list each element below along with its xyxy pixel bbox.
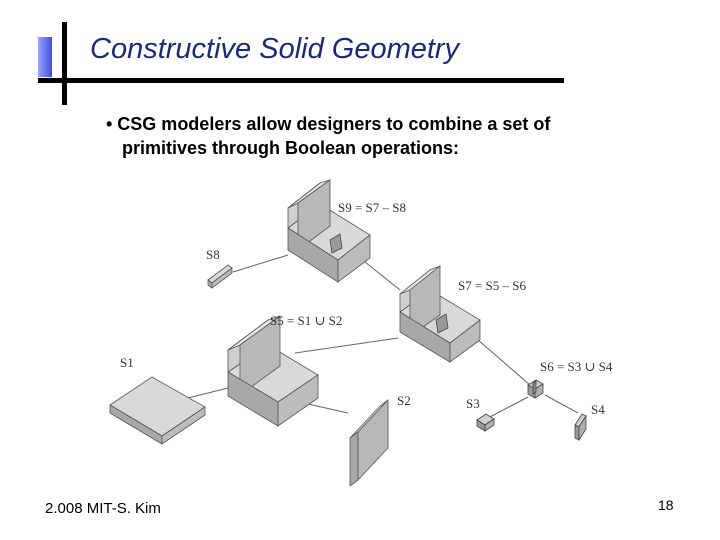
solid-s7-shape: [399, 265, 481, 363]
label-s3: S3: [466, 396, 480, 411]
solid-s5-shape: [227, 315, 319, 427]
connector-s3-s6: [487, 396, 529, 419]
connector-s4-s6: [544, 394, 579, 414]
connector-s7-s6: [469, 332, 531, 386]
connector-s8-s9: [232, 254, 289, 273]
page-number: 18: [658, 497, 674, 513]
solid-s6-shape: [527, 379, 544, 399]
label-s8: S8: [206, 247, 220, 262]
bullet-text: • CSG modelers allow designers to combin…: [106, 112, 626, 160]
connector-s5-s7: [294, 337, 399, 354]
title-divider-vertical: [62, 22, 67, 105]
label-s1: S1: [120, 355, 134, 370]
title-accent-bar: [38, 37, 52, 77]
bullet-line-1: • CSG modelers allow designers to combin…: [106, 114, 551, 134]
bullet-line-2: primitives through Boolean operations:: [122, 138, 460, 158]
label-s2: S2: [397, 393, 411, 408]
primitive-s3-shape: [476, 413, 495, 432]
primitive-s2-shape: [349, 398, 389, 487]
footer-course-label: 2.008 MIT-S. Kim: [45, 500, 161, 517]
primitive-s8-shape: [207, 264, 233, 289]
slide-title: Constructive Solid Geometry: [90, 33, 460, 65]
label-s7-equation: S7 = S5 – S6: [458, 278, 527, 293]
title-divider-horizontal: [38, 78, 564, 83]
solid-s9-shape: [287, 179, 371, 283]
connector-s9-s7: [359, 257, 401, 291]
primitive-s4-shape: [574, 413, 587, 442]
label-s5-equation: S5 = S1 ∪ S2: [270, 313, 342, 328]
label-s6-equation: S6 = S3 ∪ S4: [540, 359, 613, 374]
primitive-s1-shape: [109, 376, 206, 445]
label-s4: S4: [591, 402, 605, 417]
label-s9-equation: S9 = S7 – S8: [338, 200, 406, 215]
